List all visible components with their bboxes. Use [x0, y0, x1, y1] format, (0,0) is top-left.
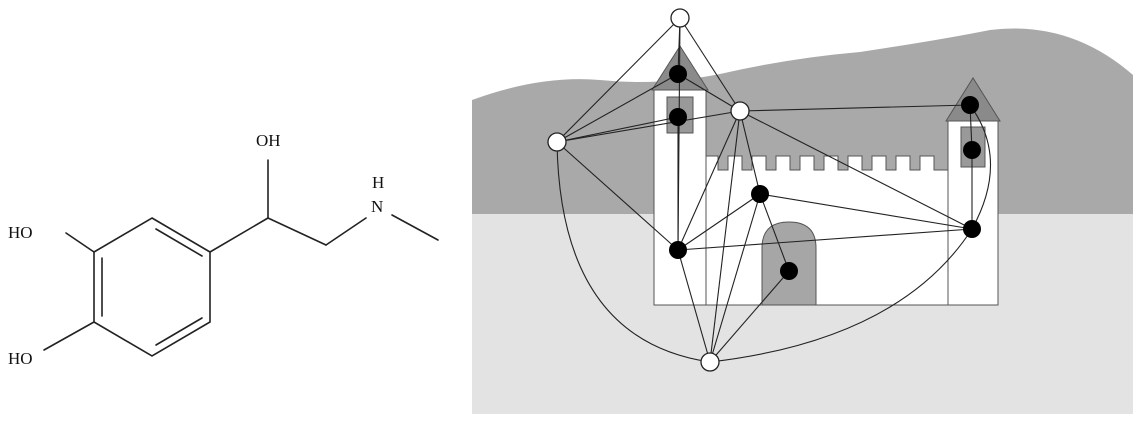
node-left-open [547, 132, 567, 152]
graph-nodes [547, 8, 981, 372]
node-top-open [670, 8, 690, 28]
molecule-diagram: OH H N HO HO [8, 131, 439, 368]
label-oh-top: OH [256, 131, 281, 150]
node-right-tower-roof [961, 96, 979, 114]
chain-bond-1 [209, 217, 269, 253]
graph-edges [556, 17, 992, 363]
node-bottom-open [700, 352, 720, 372]
node-center-open [730, 101, 750, 121]
node-right-tower-base [963, 220, 981, 238]
ring-double-bond-2 [155, 317, 203, 346]
label-h-amine: H [372, 173, 384, 192]
label-n-amine: N [371, 197, 383, 216]
node-wall-center [751, 185, 769, 203]
node-left-tower-roof [669, 65, 687, 83]
hydroxyl-bond-upper [65, 232, 95, 253]
chain-bond-2 [267, 217, 327, 246]
hydroxyl-bond-lower [43, 321, 95, 351]
chain-bond-4 [391, 214, 439, 241]
node-left-tower-window [669, 108, 687, 126]
node-right-tower-window [963, 141, 981, 159]
label-ho-upper: HO [8, 223, 33, 242]
node-door [780, 262, 798, 280]
node-left-tower-base [669, 241, 687, 259]
ring-bonds [93, 217, 211, 357]
castle-scene [472, 8, 1133, 414]
chain-bond-3 [325, 217, 367, 246]
ring-double-bond-1 [155, 228, 203, 257]
label-ho-lower: HO [8, 349, 33, 368]
